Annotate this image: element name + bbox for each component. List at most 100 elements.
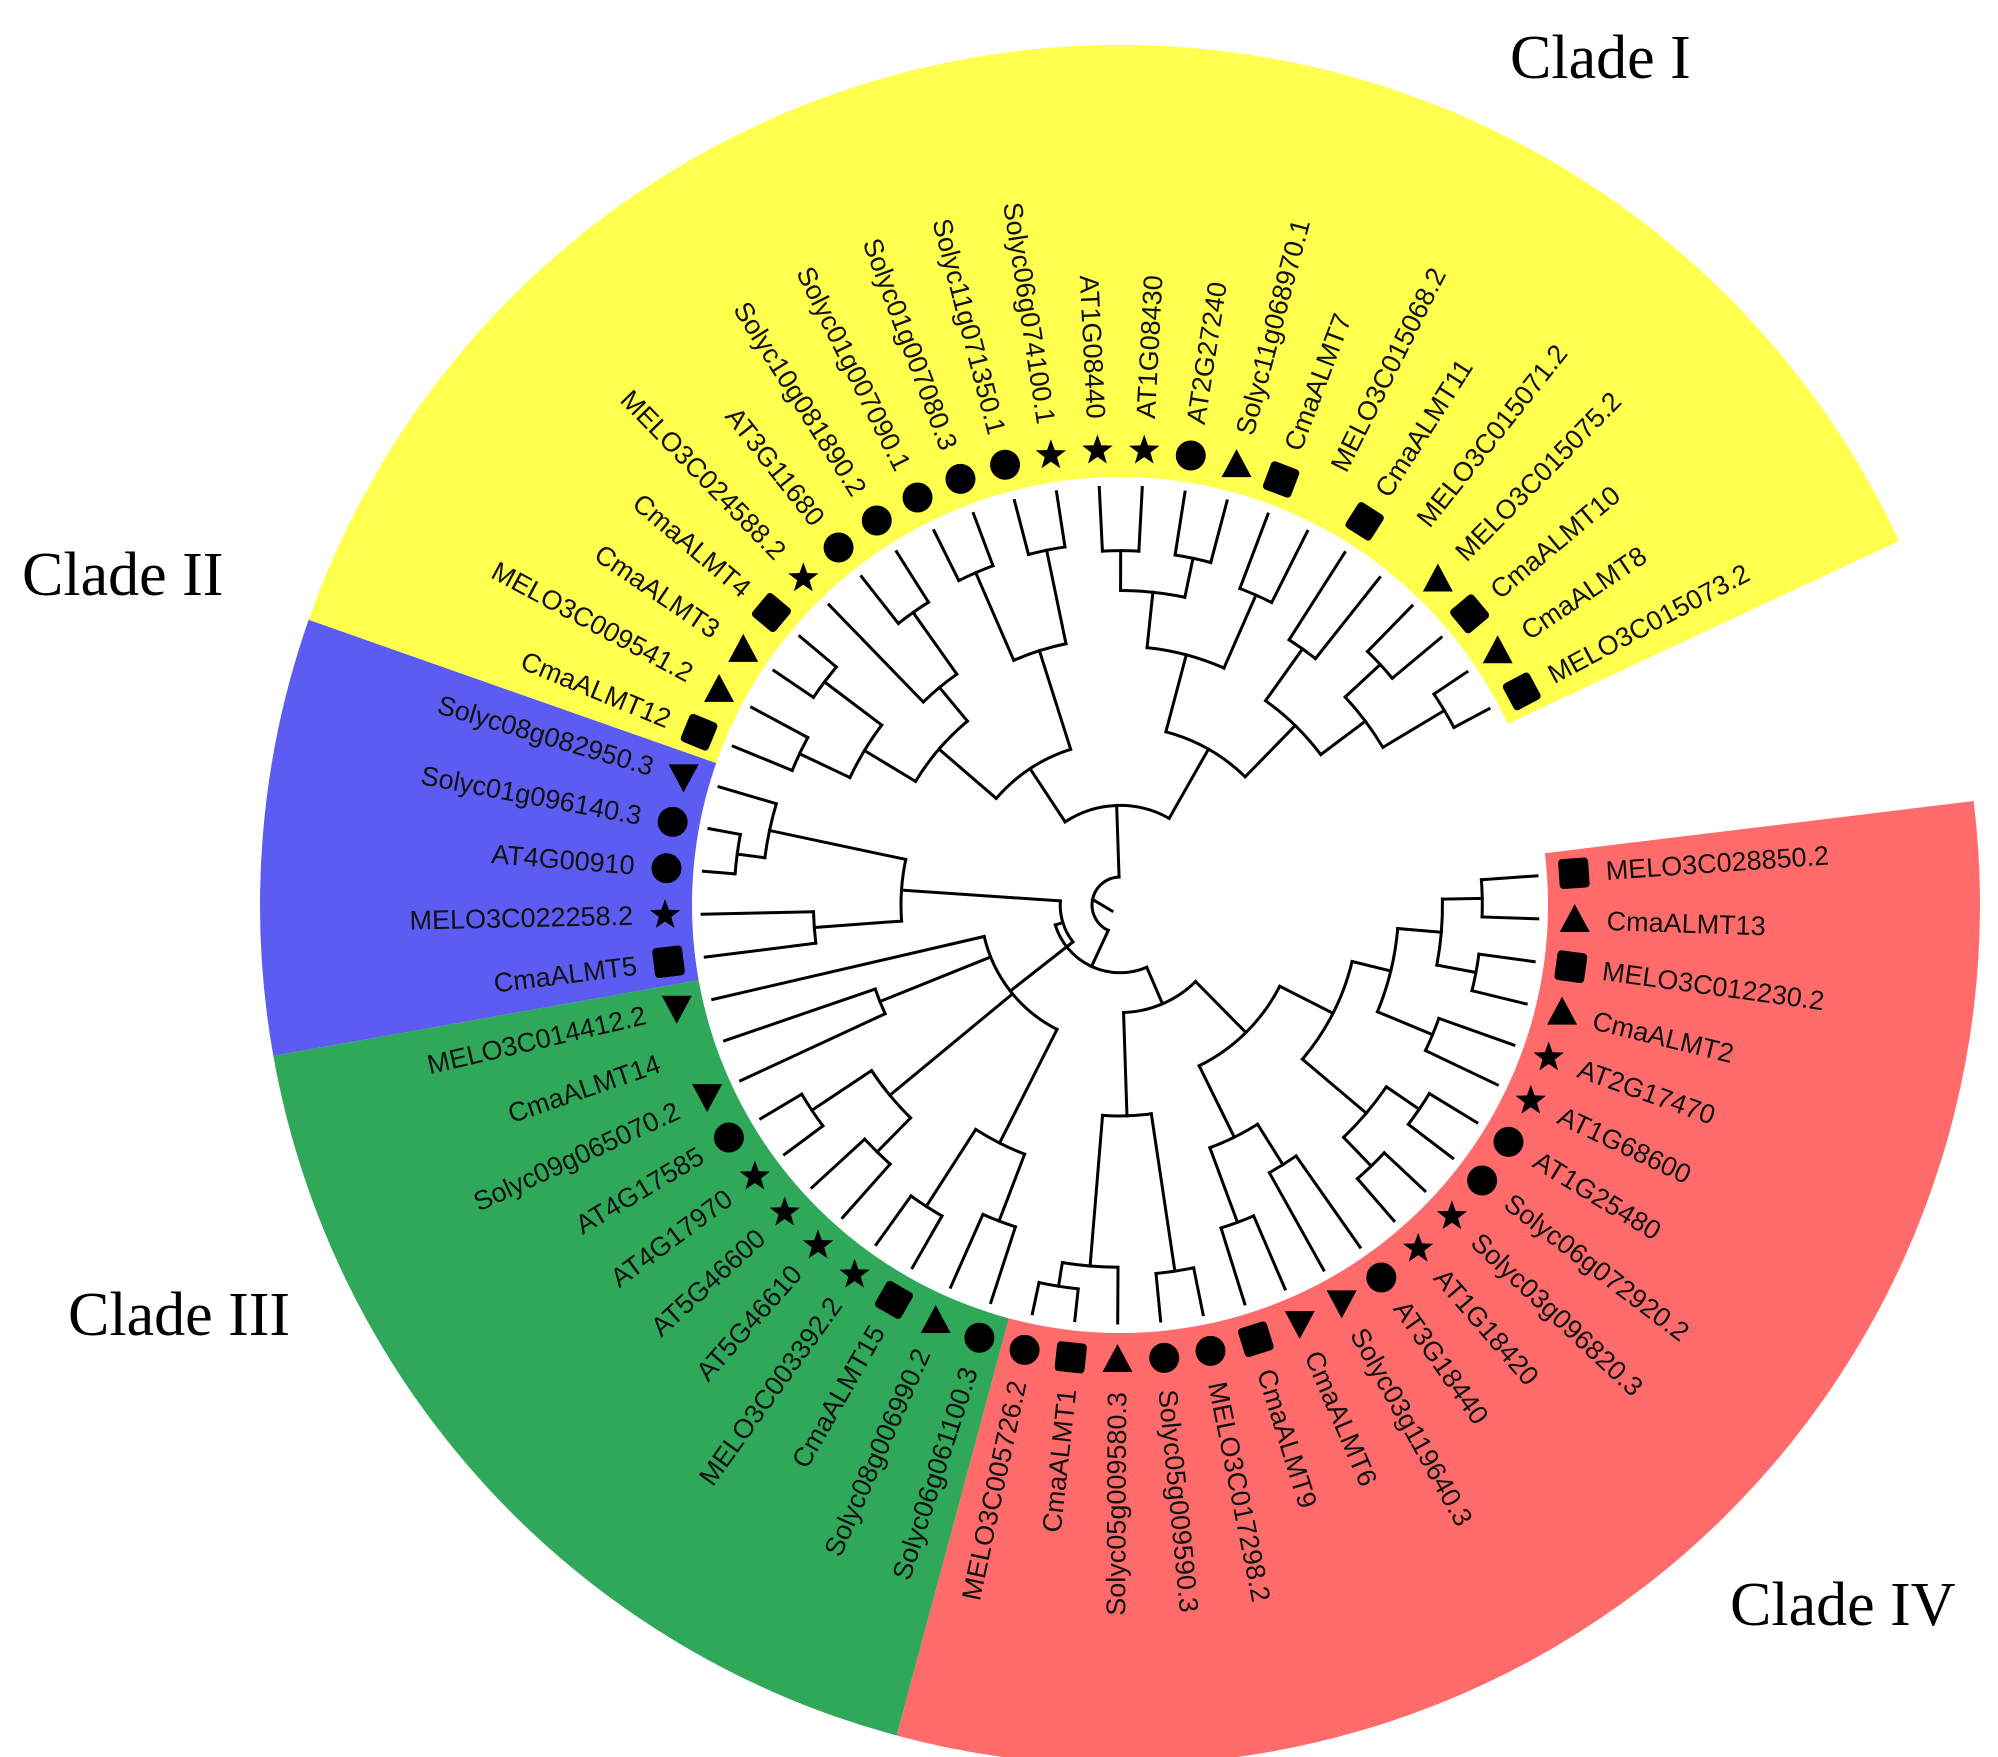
- branch-line: [1380, 708, 1447, 750]
- branch-line: [1191, 1266, 1205, 1317]
- branch-arc: [1164, 729, 1248, 779]
- star-marker: [769, 1196, 800, 1226]
- branch-line: [1423, 1048, 1500, 1087]
- branch-line: [722, 987, 878, 1043]
- branch-arc: [1435, 897, 1444, 967]
- branch-line: [1406, 1122, 1455, 1161]
- branch-line: [710, 934, 987, 1002]
- branch-line: [1431, 669, 1470, 697]
- branch-line: [887, 991, 1015, 1098]
- star-marker: [739, 1160, 771, 1190]
- inverted-triangle-marker: [692, 1084, 723, 1113]
- triangle-marker: [704, 673, 735, 702]
- star-marker: [1129, 434, 1160, 464]
- circle-marker: [1195, 1335, 1226, 1366]
- branch-line: [1219, 1226, 1247, 1306]
- branch-line: [826, 602, 926, 705]
- circle-marker: [823, 532, 854, 563]
- branch-line: [1164, 653, 1189, 734]
- leaf-label: MELO3C022258.2: [409, 901, 633, 936]
- tree-background: [692, 477, 1548, 1333]
- branch-line: [1237, 512, 1270, 591]
- branch-arc: [982, 934, 1060, 1032]
- branch-line: [1382, 1150, 1428, 1194]
- circle-marker: [1366, 1262, 1397, 1293]
- branch-arc: [1263, 698, 1323, 757]
- branch-line: [1267, 1170, 1326, 1273]
- branch-line: [701, 869, 737, 876]
- circle-marker: [1175, 440, 1206, 471]
- leaf-label: CmaALMT13: [1606, 906, 1766, 941]
- square-marker: [1502, 672, 1541, 711]
- branch-line: [937, 685, 970, 724]
- tree-branches: [700, 485, 1540, 1325]
- square-marker: [1554, 950, 1588, 984]
- circle-marker: [1149, 1342, 1180, 1373]
- branch-line: [700, 910, 816, 916]
- branch-line: [1350, 959, 1393, 973]
- branch-line: [1341, 1135, 1374, 1169]
- branch-line: [924, 1127, 978, 1209]
- branch-line: [911, 610, 959, 677]
- branch-line: [1343, 662, 1383, 700]
- branch-line: [1470, 988, 1528, 1006]
- branch-arc: [899, 857, 908, 923]
- branch-line: [731, 744, 795, 773]
- triangle-marker: [1422, 563, 1453, 592]
- branch-line: [822, 679, 884, 728]
- branch-line: [931, 528, 961, 583]
- branch-line: [988, 1224, 1018, 1305]
- branch-line: [1027, 766, 1068, 824]
- square-marker: [652, 945, 685, 978]
- circle-marker: [902, 482, 933, 513]
- branch-arc: [1100, 549, 1141, 553]
- circle-marker: [1493, 1126, 1524, 1157]
- clade-sector-2: [273, 979, 1010, 1736]
- clade-sectors: [260, 44, 1980, 1757]
- branch-line: [738, 1011, 888, 1083]
- branch-arc: [1122, 979, 1198, 1015]
- branch-line: [1197, 1063, 1237, 1140]
- branch-line: [1375, 1009, 1435, 1037]
- branch-line: [1355, 1176, 1397, 1223]
- circle-marker: [861, 505, 892, 536]
- circle-marker: [657, 806, 688, 837]
- branch-line: [1193, 979, 1249, 1035]
- branch-line: [1037, 648, 1073, 752]
- branch-line: [1365, 603, 1415, 654]
- branch-line: [782, 1123, 825, 1157]
- circle-marker: [651, 853, 682, 884]
- branch-line: [899, 888, 1062, 903]
- branch-line: [767, 828, 908, 862]
- clade-ii-label: Clade II: [22, 541, 223, 609]
- square-marker: [874, 1280, 913, 1319]
- branch-line: [1030, 1280, 1041, 1316]
- branch-arc: [994, 747, 1073, 801]
- branch-arc: [913, 719, 970, 784]
- square-marker: [1238, 1321, 1274, 1358]
- branch-line: [1318, 719, 1368, 757]
- triangle-marker: [1559, 904, 1590, 933]
- branch-line: [971, 511, 995, 568]
- inverted-triangle-marker: [1284, 1311, 1315, 1340]
- triangle-marker: [1221, 449, 1252, 478]
- star-marker: [1082, 434, 1113, 464]
- branch-arc: [847, 722, 884, 780]
- circle-marker: [945, 463, 976, 494]
- star-marker: [1515, 1084, 1546, 1114]
- branch-line: [809, 1136, 867, 1190]
- branch-line: [717, 784, 779, 806]
- branch-line: [1477, 952, 1536, 964]
- branch-line: [936, 746, 999, 801]
- square-marker: [1345, 502, 1384, 541]
- clade-sector-3: [260, 619, 719, 1056]
- branch-line: [1149, 1112, 1177, 1273]
- clade-i-label: Clade I: [1510, 24, 1691, 92]
- branch-line: [910, 1213, 945, 1270]
- branch-line: [948, 1212, 985, 1290]
- branch-line: [758, 1092, 804, 1121]
- branch-arc: [1145, 645, 1226, 670]
- branch-line: [1097, 485, 1105, 553]
- branch-line: [1145, 590, 1155, 650]
- branch-arc: [1063, 803, 1172, 824]
